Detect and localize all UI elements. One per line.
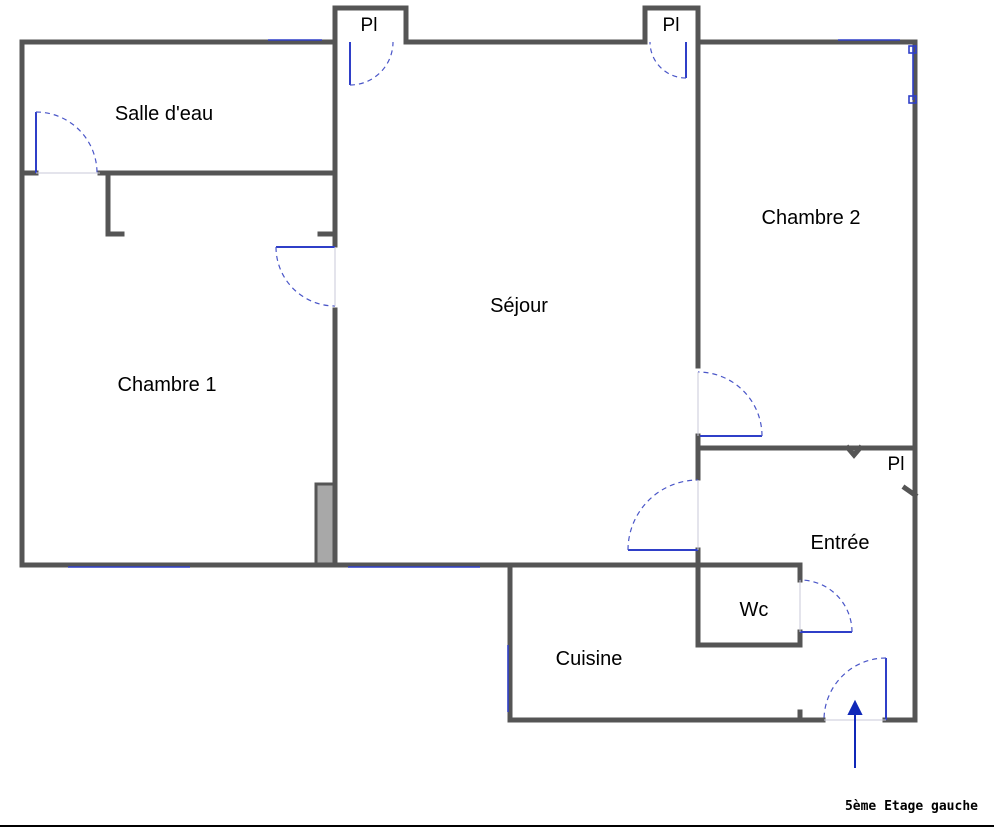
- floor-label: 5ème Etage gauche: [845, 799, 978, 814]
- window-chambre2-corner: [908, 45, 917, 54]
- window-chambre2-side-end: [908, 95, 917, 104]
- chambre1-stub-wall: [105, 170, 125, 237]
- entree-closet-stub: [901, 484, 919, 499]
- walls: [19, 5, 919, 723]
- chambre2-bottom-notch: [844, 444, 864, 459]
- closet-label-entree: Pl: [888, 454, 905, 475]
- doors: [35, 41, 887, 721]
- room-label-cuisine: Cuisine: [556, 648, 623, 670]
- room-label-entree: Entrée: [811, 532, 870, 554]
- closet-top-left-walls: [332, 5, 409, 45]
- windows: [68, 39, 917, 712]
- door-wc-swing: [799, 579, 853, 633]
- closet-label-top-right: Pl: [663, 15, 680, 36]
- door-closet-left-swing: [349, 41, 394, 86]
- door-chambre2-swing: [697, 371, 763, 437]
- closet-label-top-left: Pl: [361, 15, 378, 36]
- room-label-chambre-2: Chambre 2: [762, 207, 861, 229]
- door-chambre1-swing: [275, 246, 336, 307]
- room-label-salle-deau: Salle d'eau: [115, 103, 213, 125]
- door-bathroom-swing: [35, 111, 98, 174]
- service-duct: [314, 482, 336, 566]
- room-label-sejour: Séjour: [490, 295, 548, 317]
- door-sejour-swing: [627, 479, 699, 551]
- door-closet-right-swing: [649, 41, 687, 79]
- wc-walls: [695, 562, 803, 648]
- room-label-chambre-1: Chambre 1: [118, 374, 217, 396]
- door-entrance-swing: [823, 657, 887, 721]
- entrance-arrow-icon: [847, 699, 863, 768]
- room-label-wc: Wc: [740, 599, 769, 621]
- closet-top-right-walls: [642, 5, 701, 45]
